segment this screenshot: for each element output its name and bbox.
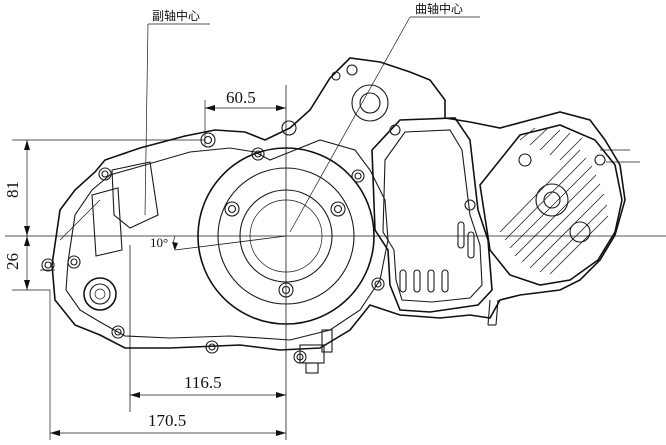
cylinder-shroud: [371, 117, 493, 313]
angle-10-degrees: 10°: [150, 235, 168, 250]
countershaft-center-label: 副轴中心: [152, 8, 200, 23]
cylinder-head: [479, 124, 623, 286]
dimension-81: 81: [3, 181, 22, 198]
cover-bolts: [41, 132, 385, 364]
dimension-60-5: 60.5: [226, 88, 256, 107]
centerlines: [5, 85, 666, 440]
angle-ray-line: [174, 235, 287, 251]
crankshaft-center-label: 曲轴中心: [415, 1, 463, 16]
shroud-slots: [389, 124, 476, 293]
leader-lines: [144, 16, 480, 233]
countershaft-boss: [83, 277, 117, 311]
head-fins: [499, 127, 609, 275]
engine-body: [41, 57, 640, 374]
dimension-170-5: 170.5: [148, 411, 186, 430]
clutch-cover-inner: [239, 189, 333, 283]
clutch-cover-outer: [197, 147, 375, 325]
dimension-lines: [12, 100, 286, 440]
dimension-26: 26: [3, 253, 22, 270]
dimension-116-5: 116.5: [184, 373, 222, 392]
clutch-cover-mid: [217, 167, 355, 305]
